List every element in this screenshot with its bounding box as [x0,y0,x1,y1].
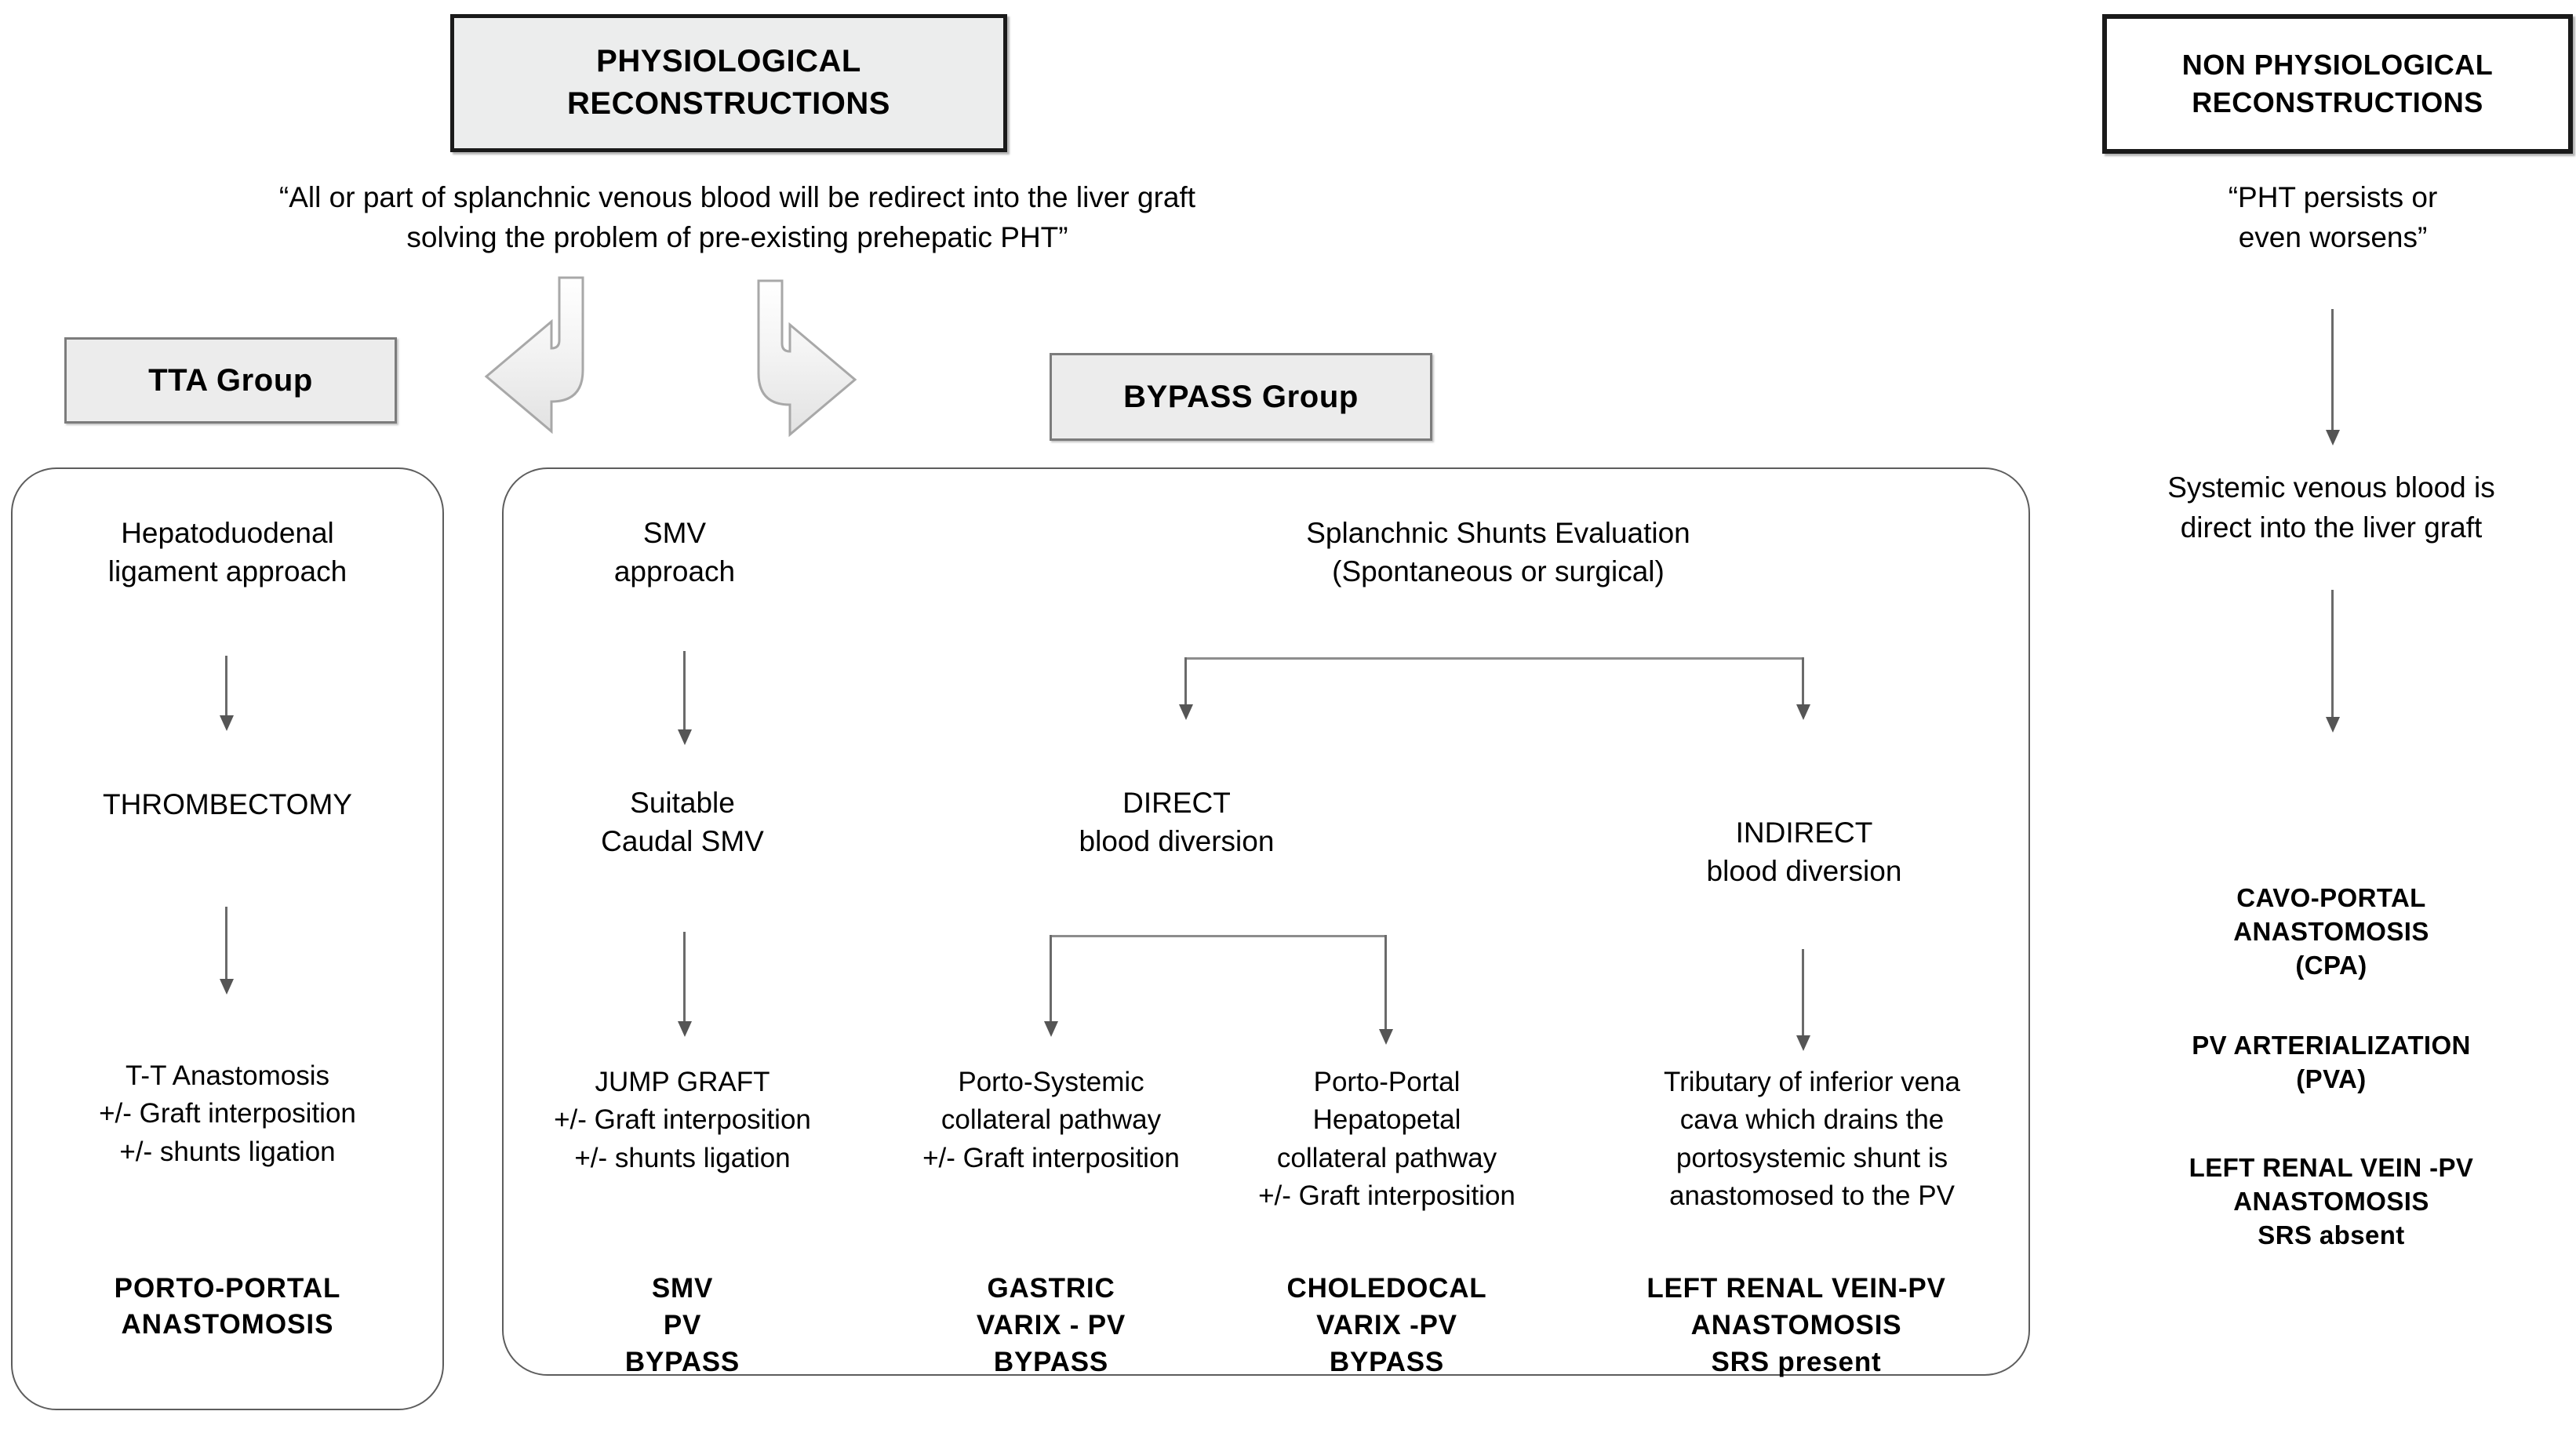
bypass-col1-connector [683,932,686,1027]
tta-group-chip[interactable]: TTA Group [64,337,397,424]
non-physiological-subtitle: “PHT persists or even worsens” [2228,181,2438,254]
nonphysio-arrowhead-1 [2326,430,2340,446]
splanchnic-bracket-left-drop [1184,657,1187,711]
bypass-smv-connector [683,651,686,736]
physiological-reconstructions-title: PHYSIOLOGICAL RECONSTRUCTIONS [567,44,890,121]
splanchnic-right-arrowhead [1796,704,1810,720]
bypass-smv-approach-header: SMV approach [613,517,736,587]
tta-connector-1 [225,656,227,722]
bypass-col4-connector [1802,949,1804,1042]
splanchnic-bracket-right-drop [1802,657,1804,711]
physiological-reconstructions-header: PHYSIOLOGICAL RECONSTRUCTIONS [450,14,1007,152]
nonphysio-arrowhead-2 [2326,717,2340,733]
non-physiological-body: Systemic venous blood is direct into the… [2167,471,2495,544]
block-arrow-to-tta-group [484,276,584,435]
tta-step-hepatoduodenal: Hepatoduodenal ligament approach [107,517,347,587]
direct-left-arrowhead [1044,1021,1058,1037]
bypass-col3-outcome: CHOLEDOCAL VARIX -PV BYPASS [1286,1273,1487,1377]
bypass-panel [502,467,2030,1376]
bypass-col2-mid: DIRECT blood diversion [1079,787,1275,857]
bypass-col4-outcome: LEFT RENAL VEIN-PV ANASTOMOSIS SRS prese… [1646,1273,1946,1377]
bypass-col2-outcome: GASTRIC VARIX - PV BYPASS [976,1273,1126,1377]
tta-panel [11,467,444,1410]
bypass-col1-arrowhead [678,1021,692,1037]
physiological-subtitle: “All or part of splanchnic venous blood … [278,181,1196,254]
bypass-col4-arrowhead [1796,1035,1810,1051]
nonphysio-connector-1 [2331,309,2334,436]
bypass-col4-detail: Tributary of inferior vena cava which dr… [1663,1067,1961,1211]
tta-outcome: PORTO-PORTAL ANASTOMOSIS [114,1273,341,1340]
tta-arrowhead-1 [220,715,234,731]
bypass-group-label: BYPASS Group [1123,379,1359,414]
bypass-col1-detail: JUMP GRAFT +/- Graft interposition +/- s… [554,1067,811,1173]
bypass-col2-detail: Porto-Systemic collateral pathway +/- Gr… [922,1067,1180,1173]
bypass-group-chip[interactable]: BYPASS Group [1050,353,1432,441]
bypass-smv-arrowhead [678,729,692,745]
nonphysio-connector-2 [2331,590,2334,723]
bypass-col3-detail: Porto-Portal Hepatopetal collateral path… [1258,1067,1515,1211]
bypass-col4-mid: INDIRECT blood diversion [1706,817,1902,887]
tta-step-thrombectomy: THROMBECTOMY [103,788,352,820]
non-physiological-reconstructions-title: NON PHYSIOLOGICAL RECONSTRUCTIONS [2181,48,2494,118]
direct-bracket-right-drop [1384,935,1387,1035]
splanchnic-left-arrowhead [1179,704,1193,720]
tta-group-label: TTA Group [148,362,313,398]
block-arrow-to-bypass-group [757,279,857,438]
nonphysio-item-pv-arterialization: PV ARTERIALIZATION (PVA) [2192,1031,2471,1093]
bypass-col1-outcome: SMV PV BYPASS [624,1273,740,1377]
nonphysio-item-cavo-portal: CAVO-PORTAL ANASTOMOSIS (CPA) [2233,883,2429,980]
bypass-splanchnic-shunts-header: Splanchnic Shunts Evaluation (Spontaneou… [1306,517,1690,587]
non-physiological-reconstructions-header: NON PHYSIOLOGICAL RECONSTRUCTIONS [2102,14,2573,154]
direct-bracket-horizontal [1050,935,1387,937]
nonphysio-item-left-renal-vein: LEFT RENAL VEIN -PV ANASTOMOSIS SRS abse… [2189,1153,2474,1249]
direct-bracket-left-drop [1050,935,1052,1027]
tta-connector-2 [225,907,227,985]
tta-step-anastomosis-detail: T-T Anastomosis +/- Graft interposition … [99,1060,356,1167]
splanchnic-bracket-horizontal [1184,657,1804,660]
bypass-col1-mid: Suitable Caudal SMV [601,787,764,857]
tta-arrowhead-2 [220,979,234,995]
direct-right-arrowhead [1379,1029,1393,1045]
